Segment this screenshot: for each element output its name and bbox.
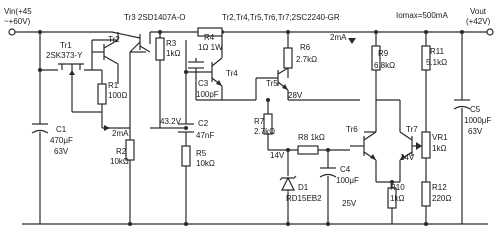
voltage-14v-right: 14V: [400, 153, 415, 162]
r8-resistor: [297, 145, 319, 155]
vr1-potentiometer: [416, 131, 431, 159]
tr5-transistor: [277, 67, 289, 91]
tr1-jfet: [58, 63, 84, 82]
tr6-name: Tr6: [346, 125, 358, 134]
r5-value: 10kΩ: [196, 159, 215, 168]
tr4-name: Tr4: [226, 69, 238, 78]
vout-terminal: [486, 28, 494, 36]
r12-name: R12: [432, 183, 447, 192]
r6-value: 2.7kΩ: [296, 55, 317, 64]
d1-name: D1: [298, 183, 309, 192]
r4-name: R4: [204, 33, 215, 42]
r2-value: 10kΩ: [110, 157, 129, 166]
r1-name: R1: [108, 81, 119, 90]
c3-capacitor: [188, 61, 204, 88]
voltage-14v-left: 14V: [270, 151, 285, 160]
tr2-transistor: [92, 39, 119, 84]
vout-label-2: (+42V): [466, 17, 491, 26]
r3-resistor: [155, 37, 165, 61]
current-2ma-right: 2mA: [330, 33, 347, 42]
r10-name: R10: [390, 183, 405, 192]
r8-label: R8 1kΩ: [298, 133, 325, 142]
c4-value: 100μF: [336, 176, 359, 185]
d1-part: RD15EB2: [286, 194, 322, 203]
c5-voltage: 63V: [468, 127, 483, 136]
tr-group-header-label: Tr2,Tr4,Tr5,Tr6,Tr7;2SC2240-GR: [222, 13, 340, 22]
c1-voltage: 63V: [54, 147, 69, 156]
tr2-name: Tr2: [108, 35, 120, 44]
r7-resistor: [263, 113, 273, 135]
r10-value: 1kΩ: [390, 194, 404, 203]
r12-value: 220Ω: [432, 194, 451, 203]
vr1-name: VR1: [432, 133, 448, 142]
r10-resistor: [387, 187, 397, 209]
r7-name: R7: [254, 117, 265, 126]
voltage-28v: 28V: [288, 91, 303, 100]
c3-value: 100pF: [196, 90, 219, 99]
r5-name: R5: [196, 149, 207, 158]
tr4-transistor: [211, 57, 223, 87]
current-arrow-right: [348, 38, 356, 44]
wiring: [14, 31, 488, 225]
r5-resistor: [181, 145, 191, 167]
r1-value: 100Ω: [108, 91, 127, 100]
vin-label-2: ~+60V): [4, 17, 31, 26]
r7-value: 2.7kΩ: [254, 127, 275, 136]
r4-value: 1Ω 1W: [198, 43, 223, 52]
c1-name: C1: [56, 125, 67, 134]
tr7-transistor: [399, 131, 413, 161]
r6-name: R6: [300, 43, 311, 52]
tr6-transistor: [350, 131, 377, 161]
r9-name: R9: [378, 49, 389, 58]
junctions: [38, 30, 464, 226]
d1-zener-diode: [279, 175, 297, 191]
c3-name: C3: [198, 79, 209, 88]
c5-name: C5: [470, 105, 481, 114]
c4-name: C4: [340, 165, 351, 174]
tr3-transistor: [111, 31, 151, 53]
r9-value: 6.8kΩ: [374, 61, 395, 70]
r6-resistor: [283, 47, 293, 69]
vr1-value: 1kΩ: [432, 144, 446, 153]
r11-name: R11: [430, 47, 445, 56]
r11-resistor: [421, 45, 431, 71]
c1-value: 470μF: [50, 136, 73, 145]
current-2ma-left: 2mA: [112, 129, 129, 138]
current-arrow-left: [104, 125, 110, 131]
c2-value: 47nF: [196, 131, 214, 140]
r2-name: R2: [116, 147, 127, 156]
c1-capacitor: [31, 123, 49, 134]
vout-label-1: Vout: [470, 7, 487, 16]
vin-terminal: [8, 28, 16, 36]
tr5-name: Tr5: [266, 79, 278, 88]
tr7-name: Tr7: [406, 125, 418, 134]
voltage-43-2v: 43.2V: [160, 117, 182, 126]
r9-resistor: [371, 45, 381, 71]
iomax-label: Iomax=500mA: [396, 11, 448, 20]
c2-name: C2: [198, 119, 209, 128]
r12-resistor: [421, 181, 431, 207]
r4-resistor: [197, 27, 223, 37]
c4-voltage: 25V: [342, 199, 357, 208]
r2-resistor: [125, 139, 135, 161]
r3-name: R3: [166, 39, 177, 48]
tr1-name: Tr1: [60, 41, 72, 50]
circuit-schematic: Vin(+45 ~+60V) Vout (+42V) Tr3 2SD1407A-…: [4, 7, 494, 226]
tr3-header-label: Tr3 2SD1407A-O: [124, 13, 186, 22]
c4-capacitor: [319, 167, 337, 178]
c2-capacitor: [178, 123, 194, 133]
vin-label-1: Vin(+45: [4, 7, 32, 16]
r3-value: 1kΩ: [166, 49, 180, 58]
r11-value: 5.1kΩ: [426, 58, 447, 67]
c5-value: 1000μF: [464, 116, 491, 125]
tr1-part: 2SK373-Y: [46, 51, 83, 60]
c5-capacitor: [453, 99, 471, 110]
r1-resistor: [97, 83, 107, 105]
